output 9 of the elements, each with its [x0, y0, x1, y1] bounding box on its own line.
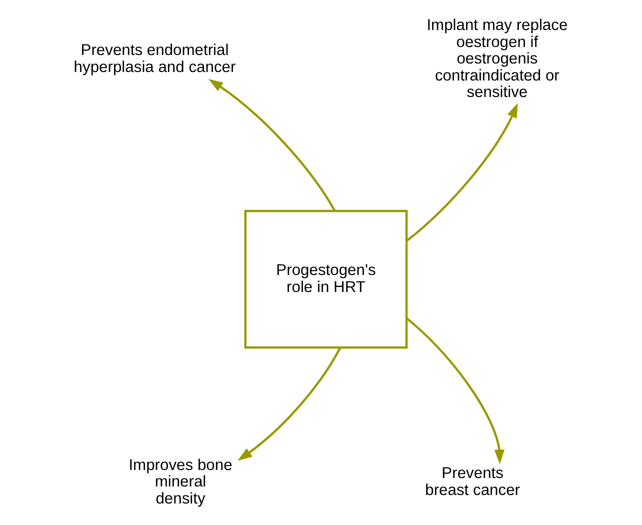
node-text: Prevents endometrial hyperplasia and cancer: [73, 42, 236, 76]
arrow: [405, 103, 518, 242]
node-box: Progestogen's role in HRT: [244, 210, 408, 349]
arrow: [208, 78, 336, 212]
node-text: Improves bone mineral density: [128, 456, 232, 508]
arrow: [405, 317, 504, 464]
node-text: Prevents breast cancer: [424, 465, 520, 499]
arrow: [237, 347, 341, 461]
node-text: Implant may replace oestrogen if oestrogenis contraindicated or sensitive: [426, 16, 568, 102]
